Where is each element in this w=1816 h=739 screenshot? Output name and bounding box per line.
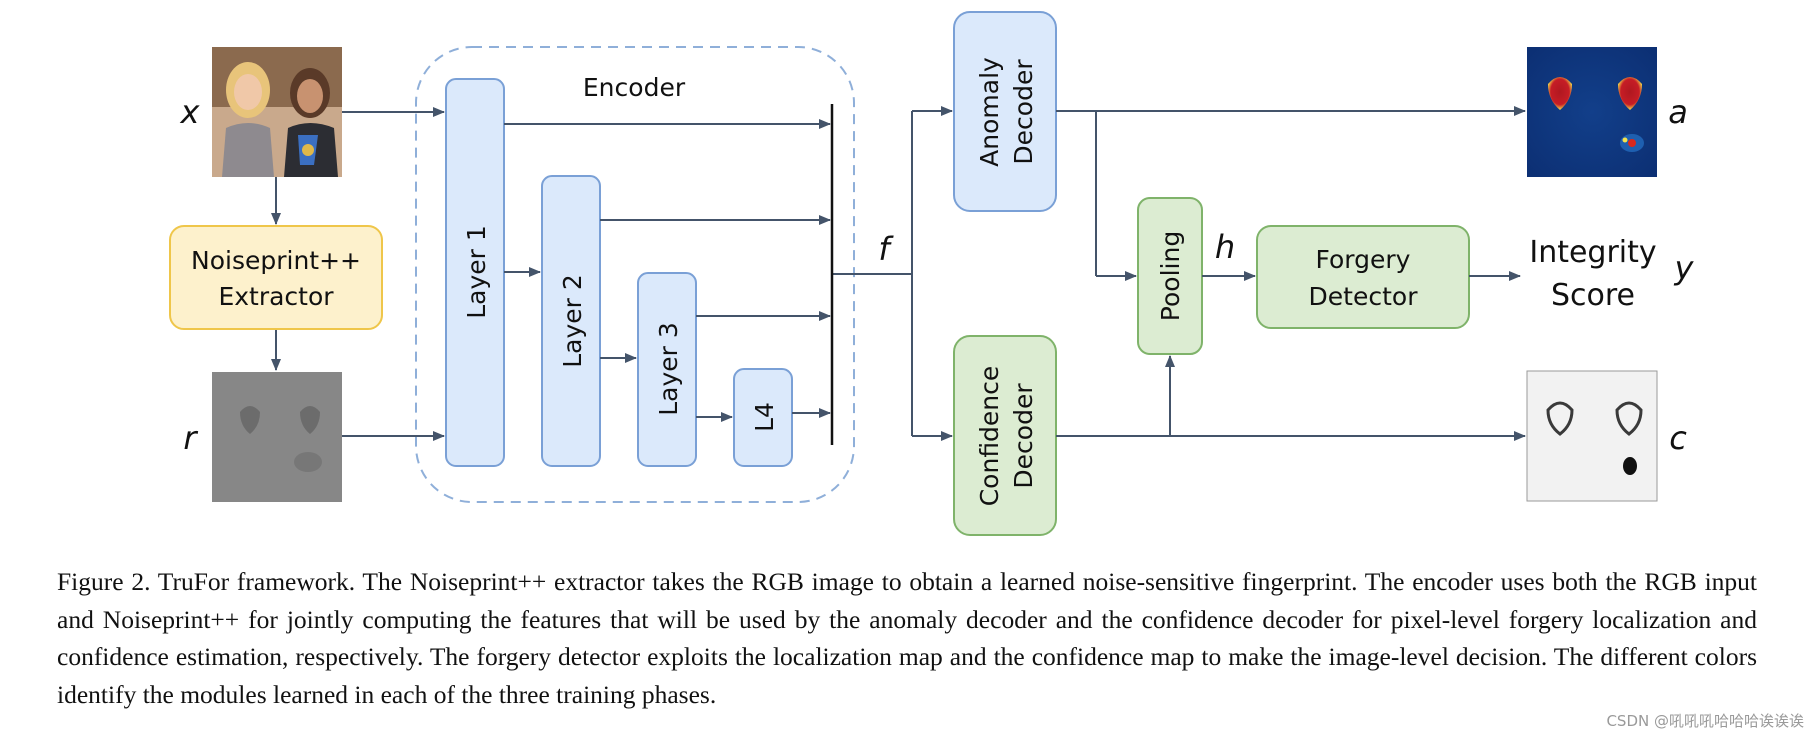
framework-diagram: Noiseprint++ Extractor x r Encoder Layer…: [169, 11, 1695, 536]
noiseprint-label-2: Extractor: [218, 282, 334, 311]
integrity-label-1: Integrity: [1529, 235, 1656, 270]
layer-4: L4: [733, 368, 793, 467]
layer-2: Layer 2: [541, 175, 601, 467]
pooling-block: Pooling: [1137, 197, 1203, 355]
encoder-label: Encoder: [583, 73, 686, 102]
confidence-label-2: Decoder: [1009, 383, 1038, 489]
var-h: h: [1215, 228, 1235, 266]
noiseprint-label-1: Noiseprint++: [191, 246, 361, 275]
anomaly-label-2: Decoder: [1009, 59, 1038, 165]
anomaly-decoder: Anomaly Decoder: [953, 11, 1057, 212]
layer-1: Layer 1: [445, 78, 505, 467]
var-x: x: [180, 93, 201, 131]
confidence-decoder: Confidence Decoder: [953, 335, 1057, 536]
layer-3-label: Layer 3: [654, 322, 683, 416]
forgery-label-2: Detector: [1309, 282, 1419, 311]
noiseprint-image: [212, 372, 342, 502]
integrity-label-2: Score: [1551, 278, 1635, 313]
confidence-label-1: Confidence: [975, 366, 1004, 507]
var-a: a: [1668, 93, 1688, 131]
anomaly-label-1: Anomaly: [975, 57, 1004, 167]
figure-caption: Figure 2. TruFor framework. The Noisepri…: [57, 567, 1757, 709]
watermark: CSDN @吼吼吼哈哈哈诶诶诶: [1606, 712, 1804, 730]
layer-1-label: Layer 1: [462, 225, 491, 319]
var-y: y: [1674, 249, 1695, 287]
forgery-detector: Forgery Detector: [1256, 225, 1470, 329]
var-c: c: [1669, 419, 1687, 457]
pooling-label: Pooling: [1156, 231, 1185, 321]
confidence-map-image: [1526, 370, 1658, 502]
input-image: [212, 47, 342, 177]
layer-4-label: L4: [750, 402, 779, 432]
forgery-label-1: Forgery: [1316, 245, 1411, 274]
layer-3: Layer 3: [637, 272, 697, 467]
var-f: f: [878, 230, 894, 268]
anomaly-map-image: [1527, 47, 1657, 177]
var-r: r: [183, 419, 198, 457]
layer-2-label: Layer 2: [558, 274, 587, 368]
connectors: [271, 106, 1526, 441]
noiseprint-extractor: Noiseprint++ Extractor: [169, 225, 383, 330]
